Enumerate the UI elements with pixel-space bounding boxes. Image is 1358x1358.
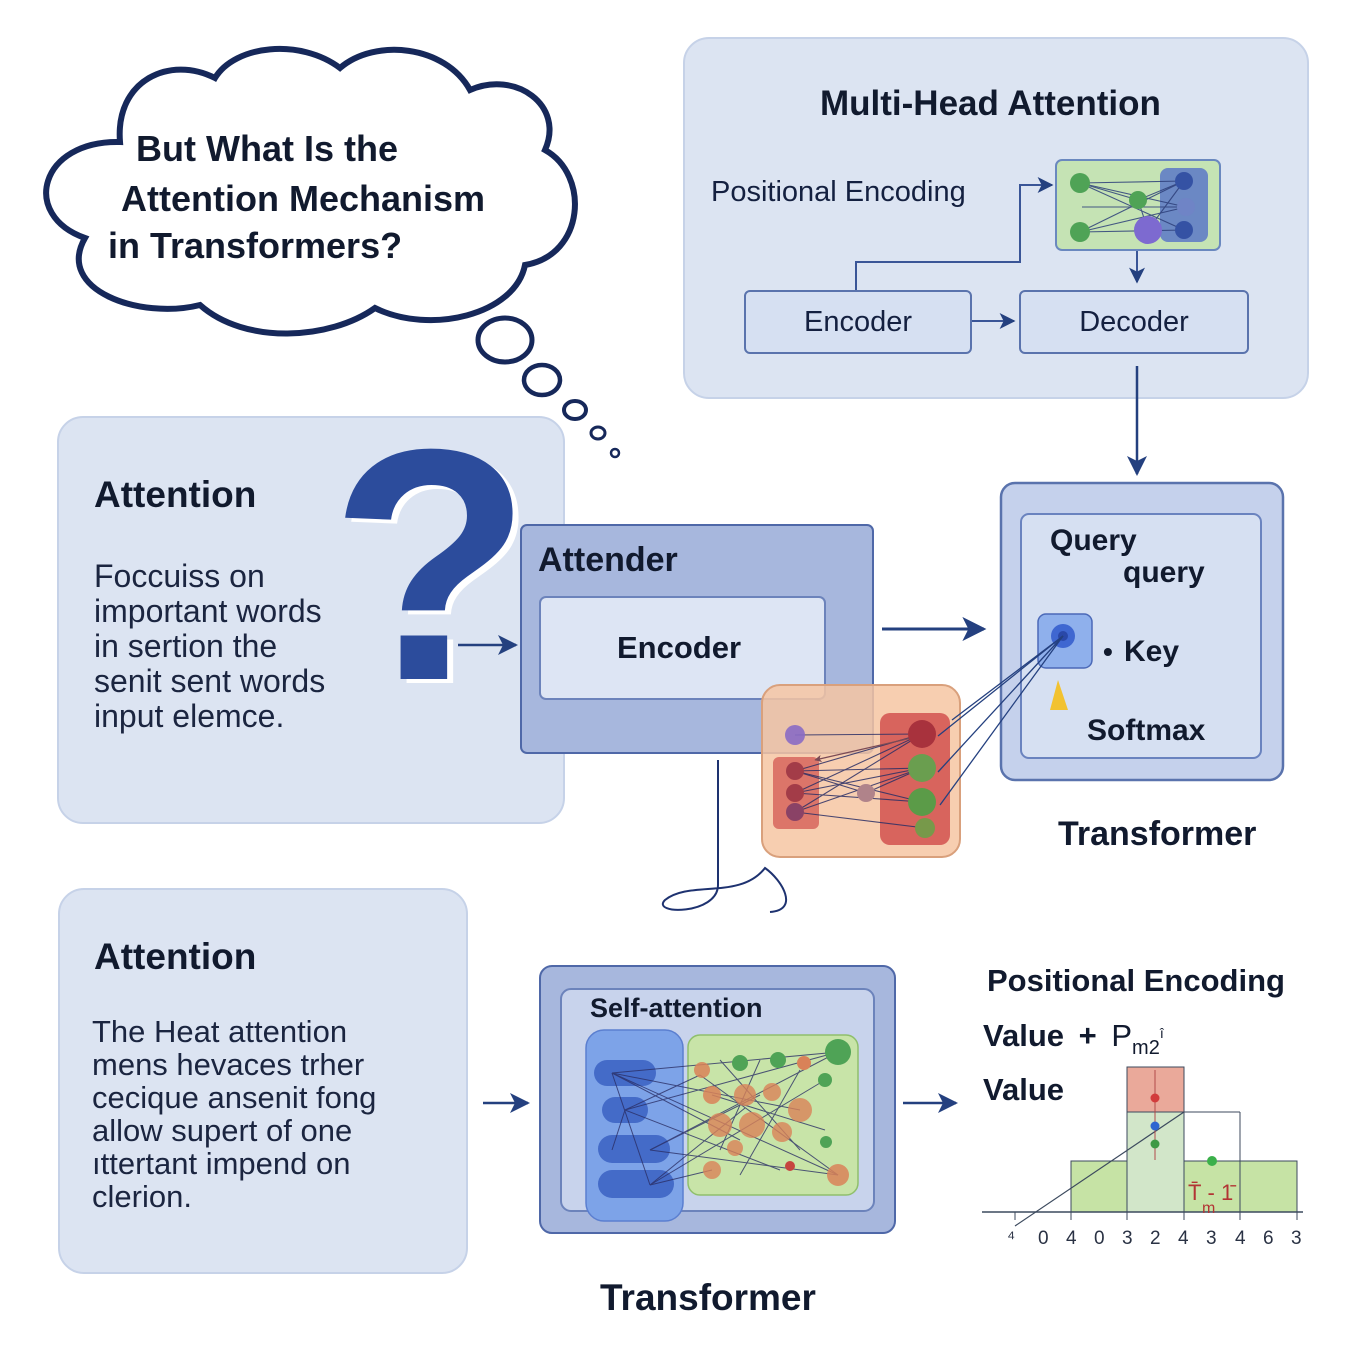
- self-right-field: [687, 1034, 859, 1196]
- pos-dot-blue: [1150, 1121, 1160, 1131]
- pos-tick-3: 0: [1094, 1228, 1105, 1249]
- pos-tick-7: 3: [1206, 1228, 1217, 1249]
- mh-node-k3: [1175, 221, 1193, 239]
- pos-tick-4: 3: [1122, 1228, 1133, 1249]
- pos-marker: T̄ - 1̄: [1188, 1180, 1234, 1205]
- pos-chart-title: Positional Encoding: [987, 963, 1285, 998]
- curly-connector: [661, 760, 788, 913]
- softmax-label: Softmax: [1087, 714, 1206, 747]
- graph-node-r4: [915, 818, 935, 838]
- attention-bottom-title: Attention: [94, 936, 257, 977]
- pos-tick-6: 4: [1178, 1228, 1189, 1249]
- query-sub-label: query: [1123, 556, 1205, 589]
- pos-dot-green-right: [1207, 1156, 1217, 1166]
- graph-back-arrow: [814, 735, 921, 763]
- query-label: Query: [1050, 524, 1137, 557]
- graph-node-l2: [786, 784, 804, 802]
- graph-node-top: [785, 725, 805, 745]
- mh-decoder-box: Decoder: [1019, 290, 1249, 354]
- graph-node-l1: [786, 762, 804, 780]
- pos-chart: [982, 1066, 1303, 1227]
- graph-node-l3: [786, 803, 804, 821]
- thought-bubble-3: [562, 399, 588, 421]
- pos-tick-0: ⁴: [1007, 1228, 1016, 1249]
- mh-node-k2: [1177, 198, 1195, 216]
- pos-ticks: [1014, 1212, 1298, 1220]
- pos-p: P: [1111, 1018, 1133, 1053]
- self-attention-title: Self-attention: [590, 993, 763, 1023]
- attender-encoder-box: [539, 596, 826, 700]
- thought-bubble-4: [589, 425, 607, 441]
- cloud-title-line1: But What Is the: [136, 128, 398, 169]
- cloud-title-line3: in Transformers?: [108, 225, 403, 266]
- key-bullet: •: [1103, 636, 1113, 667]
- graph-node-r2: [908, 754, 936, 782]
- enc-to-attn-arrow: [855, 177, 1054, 290]
- pos-bar-mid: [1183, 1160, 1241, 1213]
- pos-marker-sub: m: [1202, 1200, 1216, 1217]
- cloud-title-line2: Attention Mechanism: [121, 178, 486, 219]
- thought-bubble-5: [609, 447, 621, 459]
- mh-node-mid: [1129, 191, 1147, 209]
- qk-inner-box: [1020, 513, 1262, 759]
- pos-p-sub: m2: [1132, 1037, 1160, 1059]
- pos-bar-right: [1239, 1160, 1298, 1213]
- transformer-caption-bottom: Transformer: [600, 1277, 816, 1318]
- pos-tick-labels: ⁴ 0 4 0 3 2 4 3 4 6 3: [1007, 1228, 1307, 1252]
- attention-bottom-body: The Heat attention mens hevaces trher ce…: [92, 1014, 377, 1214]
- pos-tick-2: 4: [1066, 1228, 1077, 1249]
- pos-p-sup: î: [1159, 1025, 1164, 1041]
- attention-top-panel: [57, 416, 565, 824]
- pos-dot-red: [1150, 1093, 1160, 1103]
- attention-bottom-panel: [58, 888, 468, 1274]
- pos-plus: +: [1078, 1018, 1097, 1053]
- graph-node-r3: [908, 788, 936, 816]
- graph-node-mid: [857, 784, 875, 802]
- softmax-wedge: [1050, 680, 1068, 710]
- mh-node-purple: [1134, 216, 1162, 244]
- multi-head-title: Multi-Head Attention: [820, 84, 1161, 123]
- self-right-nodes: [694, 1039, 851, 1186]
- mh-node-q2: [1070, 222, 1090, 242]
- mh-node-q1: [1070, 173, 1090, 193]
- pos-tick-5: 2: [1150, 1228, 1161, 1249]
- attention-top-body: Foccuiss on important words in sertion t…: [94, 558, 326, 734]
- thought-bubble-1: [475, 315, 535, 365]
- attender-title: Attender: [538, 541, 678, 579]
- pos-tick-1: 0: [1038, 1228, 1049, 1249]
- mh-node-k1: [1175, 172, 1193, 190]
- attention-top-title: Attention: [94, 474, 257, 515]
- pos-dot-green: [1150, 1139, 1160, 1149]
- graph-node-r1: [908, 720, 936, 748]
- question-mark-icon: ?: [330, 380, 532, 749]
- mh-encoder-box: Encoder: [744, 290, 972, 354]
- thought-cloud: [43, 46, 578, 337]
- pos-diag-line: [1014, 1111, 1185, 1227]
- pos-value-word-2: Value: [983, 1072, 1064, 1107]
- key-label: Key: [1124, 635, 1180, 668]
- attender-encoder-label: Encoder: [617, 630, 742, 665]
- pos-tick-9: 6: [1263, 1228, 1274, 1249]
- pos-tick-10: 3: [1291, 1228, 1302, 1249]
- pos-value-word-1: Value: [983, 1018, 1064, 1053]
- mh-positional-label: Positional Encoding: [711, 176, 966, 208]
- key-connections: [937, 635, 1064, 806]
- pos-tick-8: 4: [1235, 1228, 1246, 1249]
- transformer-caption-right: Transformer: [1058, 815, 1257, 853]
- pos-value-plus-row: Value + Pm2î: [983, 1018, 1164, 1060]
- thought-bubble-2: [521, 362, 563, 398]
